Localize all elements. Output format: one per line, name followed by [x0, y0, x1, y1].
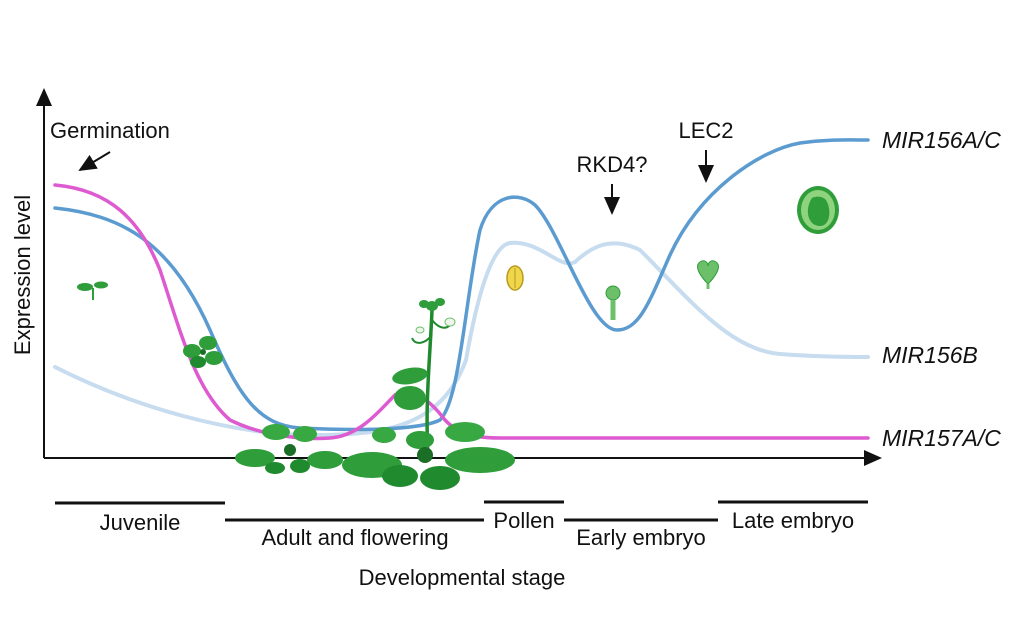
early-embryo-icon: [605, 285, 621, 320]
flowering-plant-icon: [342, 298, 515, 490]
annotation-lec2: LEC2: [678, 118, 733, 143]
stage-label-juvenile: Juvenile: [100, 510, 181, 535]
annotation-rkd4: RKD4?: [577, 152, 648, 177]
x-axis-label: Developmental stage: [359, 565, 566, 590]
late-embryo-icon: [797, 186, 839, 234]
stage-label-early-embryo: Early embryo: [576, 525, 706, 550]
germination-arrow: [78, 151, 111, 172]
series-label-mir157ac: MIR157A/C: [882, 425, 1001, 451]
annotation-germination: Germination: [50, 118, 170, 143]
series-label-mir156ac: MIR156A/C: [882, 127, 1001, 153]
stage-label-adult: Adult and flowering: [261, 525, 448, 550]
stage-label-pollen: Pollen: [493, 508, 554, 533]
curve-mir156ac: [53, 138, 870, 432]
small-rosette-icon: [235, 424, 343, 474]
seedling-icon: [77, 281, 108, 300]
stage-label-late-embryo: Late embryo: [732, 508, 854, 533]
heart-embryo-icon: [697, 260, 719, 289]
y-axis-label: Expression level: [10, 195, 35, 355]
juvenile-rosette-icon: [183, 336, 223, 368]
pollen-icon: [506, 265, 524, 291]
curve-mir157ac: [53, 183, 870, 441]
series-label-mir156b: MIR156B: [882, 342, 978, 368]
